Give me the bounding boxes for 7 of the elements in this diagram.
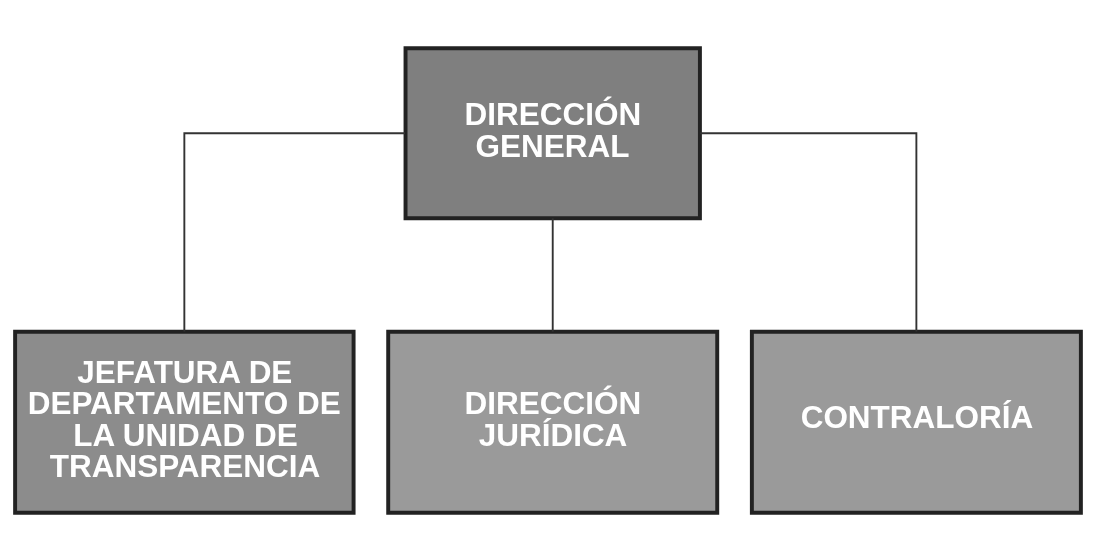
connector: [699, 131, 918, 332]
connector: [551, 216, 554, 333]
connector: [183, 131, 406, 332]
node-box: JEFATURA DE DEPARTAMENTO DE LA UNIDAD DE TRANSPARENCIA: [13, 329, 356, 515]
node-box: DIRECCIÓN GENERAL: [403, 45, 702, 220]
node-box: DIRECCIÓN JURÍDICA: [386, 329, 720, 515]
node-box: CONTRALORÍA: [749, 329, 1083, 515]
